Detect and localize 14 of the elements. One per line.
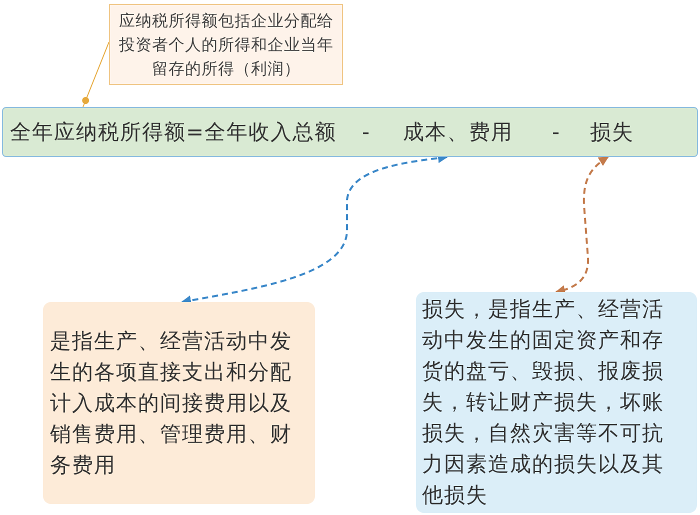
definition-text: 是指生产、经营活动中发生的各项直接支出和分配计入成本的间接费用以及销售费用、管理费用、财务费用 [50, 328, 293, 478]
term-text: 损失 [590, 119, 634, 145]
definition-text: 损失，是指生产、经营活动中发生的固定资产和存货的盘亏、毁损、报废损失，转让财产损失，坏账损失，自然灾害等不可抗力因素造成的损失以及其他损失 [422, 296, 665, 509]
note-text: 应纳税所得额包括企业分配给投资者个人的所得和企业当年留存的所得（利润） [118, 10, 334, 80]
definition-box [43, 302, 315, 504]
formula-text: 全年应纳税所得额=全年收入总额 [10, 119, 337, 145]
leader-line [82, 42, 110, 108]
term-text: 成本、费用 [403, 119, 513, 145]
formula-bar [2, 107, 698, 157]
minus-sign: - [552, 119, 561, 145]
note-box [109, 4, 343, 85]
minus-sign: - [362, 119, 371, 145]
definition-box [416, 292, 697, 513]
dashed-arrow [555, 156, 609, 295]
